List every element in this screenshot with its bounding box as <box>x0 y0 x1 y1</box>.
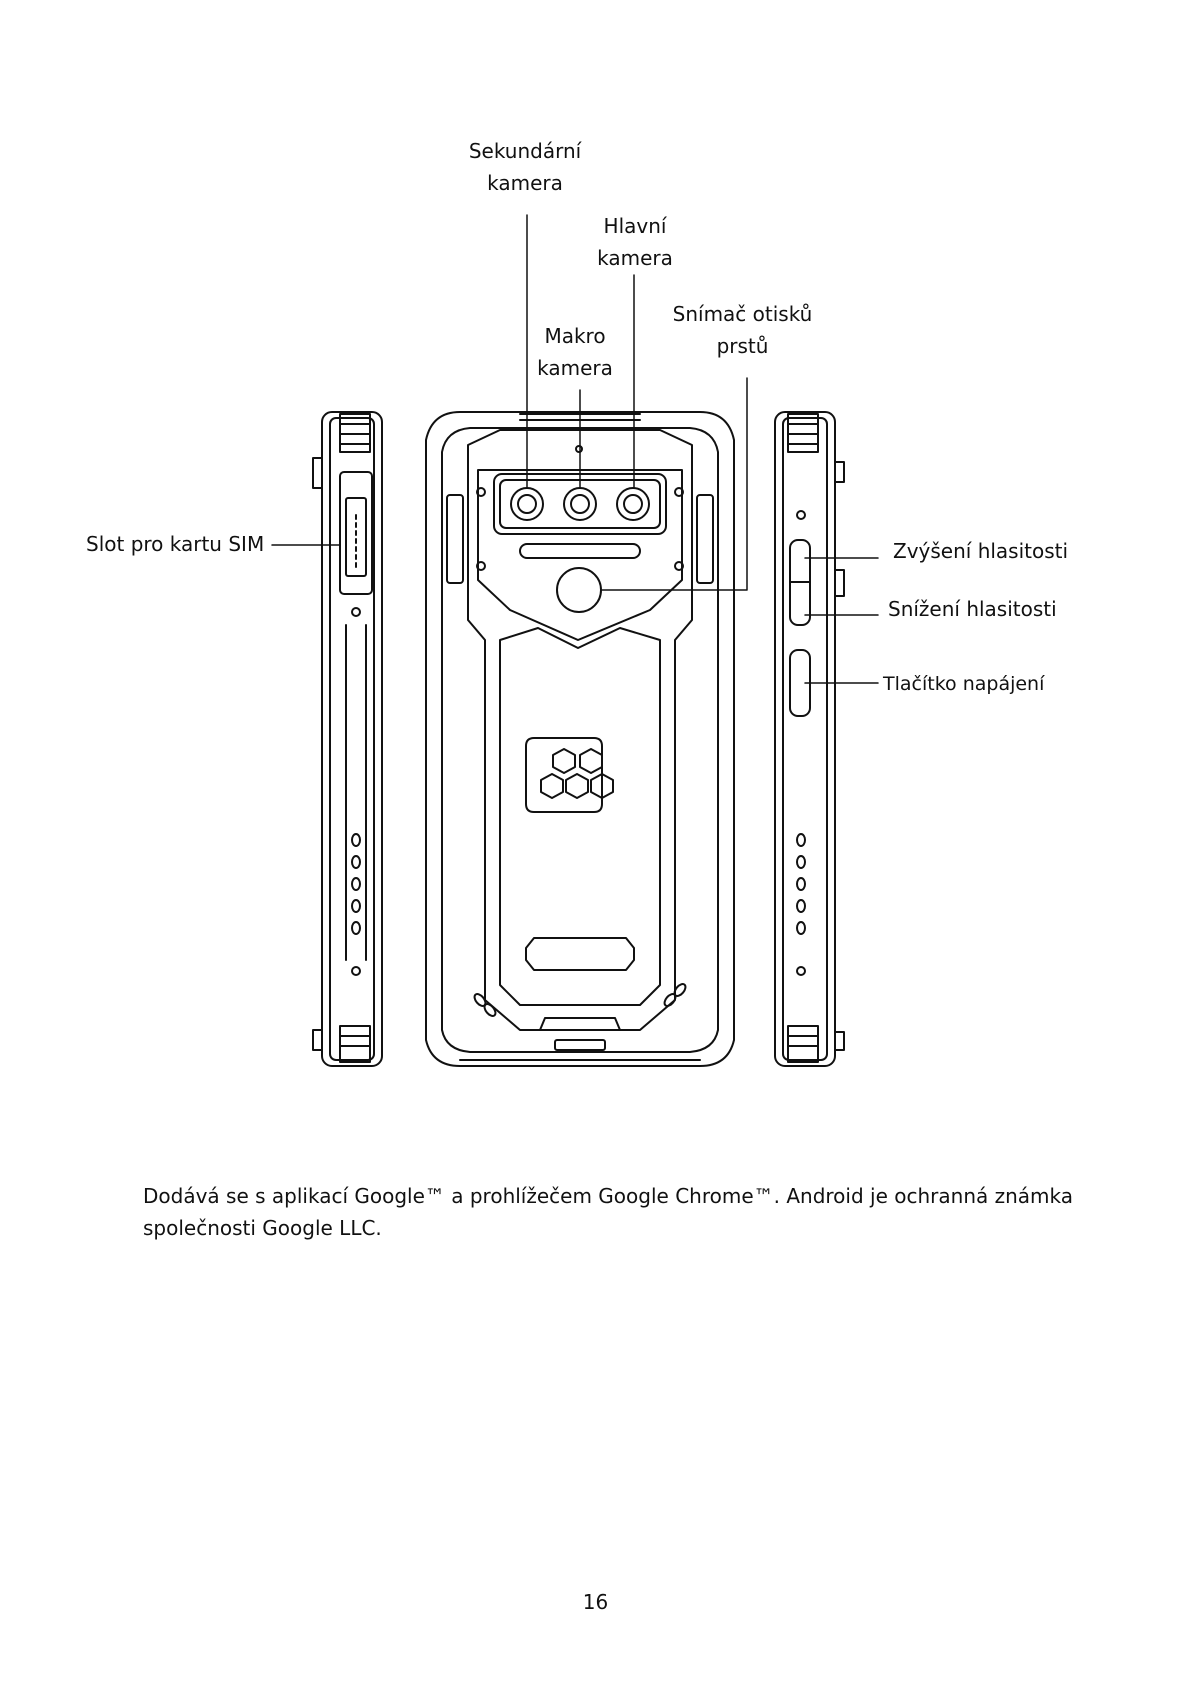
page-number: 16 <box>0 1590 1191 1614</box>
phone-back-view <box>426 412 734 1066</box>
macro-camera-lens <box>564 488 596 520</box>
footnote: Dodává se s aplikací Google™ a prohlížeč… <box>143 1180 1073 1244</box>
main-camera-lens <box>617 488 649 520</box>
phone-diagram <box>0 0 1191 1120</box>
secondary-camera-lens <box>511 488 543 520</box>
phone-left-side-view <box>272 412 382 1066</box>
flash <box>520 544 640 558</box>
fingerprint-sensor <box>557 568 601 612</box>
phone-right-side-view <box>775 412 844 1066</box>
